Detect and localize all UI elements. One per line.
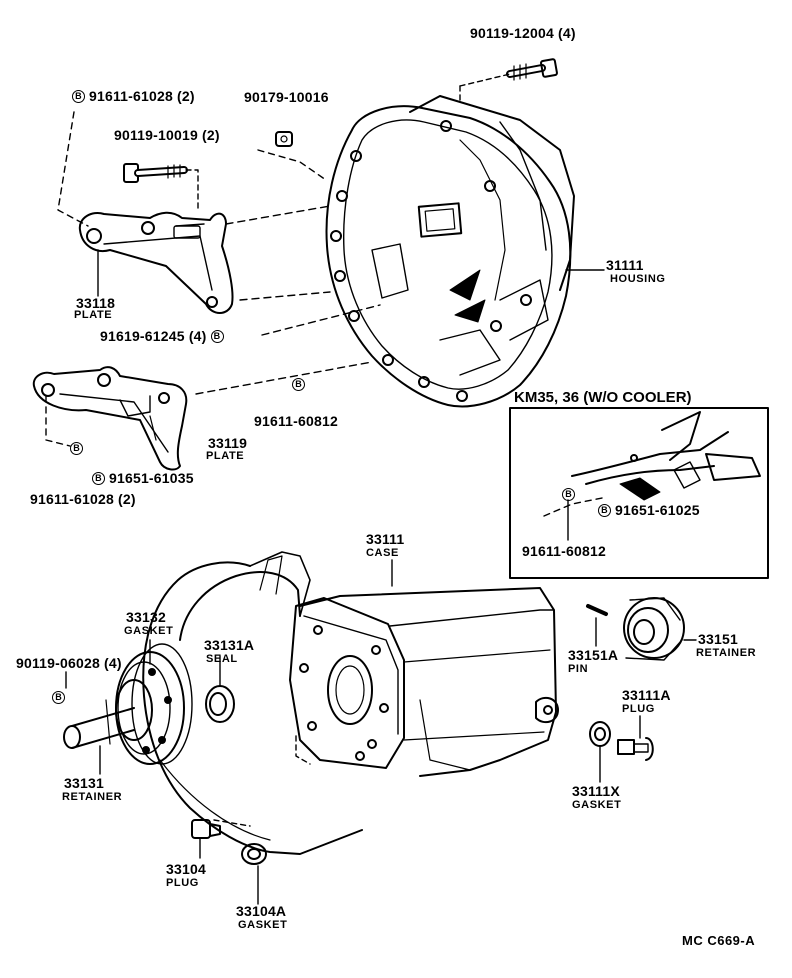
callout-33151A: 33151A — [568, 647, 619, 663]
inset-title: KM35, 36 (W/O COOLER) — [514, 389, 692, 406]
callout-33111A: 33111A — [622, 687, 671, 703]
plate-33118-drawing — [78, 211, 234, 314]
transmission-case-drawing — [142, 551, 559, 855]
gasket-33111X-drawing — [589, 721, 611, 783]
upper-guide-lines — [57, 111, 605, 395]
inset-frame — [509, 407, 769, 579]
bolt-marker-icon: B — [210, 329, 224, 343]
plug-33111A-drawing — [617, 715, 654, 761]
inset-bracket-drawing — [543, 411, 761, 541]
callout-31111-name: HOUSING — [610, 273, 666, 285]
callout-text: 91619-61245 (4) — [100, 328, 207, 344]
inset-callout-91611-60812: 91611-60812 — [522, 543, 606, 559]
callout-33119: 33119 — [208, 435, 248, 451]
callout-90179-10016: 90179-10016 — [244, 89, 329, 105]
inset-callout-91651-61025: B 91651-61025 — [598, 503, 700, 517]
callout-33104-name: PLUG — [166, 877, 199, 889]
bolt-90119-10019-drawing — [123, 163, 199, 211]
callout-33118-name: PLATE — [74, 309, 113, 321]
bolt-marker-icon: B — [292, 378, 305, 391]
bolt-marker-icon: B — [562, 488, 575, 501]
pin-33151A-drawing — [586, 604, 608, 647]
callout-33111A-name: PLUG — [622, 703, 655, 715]
callout-33118: 33118 — [76, 295, 116, 311]
callout-33132: 33132 — [126, 609, 166, 625]
retainer-33151-drawing — [623, 597, 697, 661]
seal-33131A-drawing — [205, 655, 235, 723]
clutch-housing-drawing — [325, 95, 575, 408]
callout-33151-name: RETAINER — [696, 647, 757, 659]
gasket-33104A-drawing — [241, 843, 267, 905]
plug-33104-drawing — [191, 819, 251, 859]
callout-33104A-name: GASKET — [238, 919, 288, 931]
case-leader-lines — [65, 559, 393, 775]
callout-33119-name: PLATE — [206, 450, 245, 462]
callout-33111X-name: GASKET — [572, 799, 622, 811]
callout-text: 91651-61035 — [109, 470, 194, 486]
bolt-marker-icon: B — [598, 503, 611, 517]
callout-90119-12004: 90119-12004 (4) — [470, 25, 576, 41]
callout-33104A: 33104A — [236, 903, 287, 919]
callout-33111-name: CASE — [366, 547, 399, 559]
callout-33131A-name: SEAL — [206, 653, 238, 665]
nut-90179-10016-drawing — [275, 131, 293, 147]
callout-33132-name: GASKET — [124, 625, 174, 637]
callout-33131: 33131 — [64, 775, 104, 791]
callout-91611-61028-top: B 91611-61028 (2) — [72, 89, 195, 103]
diagram-code: MC C669-A — [682, 933, 756, 948]
callout-90119-10019: 90119-10019 (2) — [114, 127, 220, 143]
callout-31111: 31111 — [606, 257, 644, 273]
bolt-marker-icon: B — [70, 442, 83, 455]
callout-33111: 33111 — [366, 531, 405, 547]
gasket-33132-drawing — [131, 639, 193, 765]
bolt-90119-12004-drawing — [459, 58, 558, 105]
callout-33104: 33104 — [166, 861, 206, 877]
callout-90119-06028: 90119-06028 (4) — [16, 655, 122, 671]
callout-91611-61028-bottom: 91611-61028 (2) — [30, 491, 136, 507]
callout-91619-61245: 91619-61245 (4) B — [100, 329, 224, 343]
plate-33119-drawing — [32, 366, 188, 471]
callout-text: 91611-61028 (2) — [89, 88, 195, 104]
bolt-marker-icon: B — [72, 89, 85, 103]
bolt-marker-icon: B — [52, 691, 65, 704]
callout-33111X: 33111X — [572, 783, 620, 799]
callout-91651-61035: B 91651-61035 — [92, 471, 194, 485]
bolt-marker-icon: B — [92, 471, 105, 485]
callout-91611-60812: 91611-60812 — [254, 413, 338, 429]
callout-33131A: 33131A — [204, 637, 255, 653]
callout-text: 91651-61025 — [615, 502, 700, 518]
callout-33151A-name: PIN — [568, 663, 589, 675]
callout-33131-name: RETAINER — [62, 791, 123, 803]
callout-33151: 33151 — [698, 631, 738, 647]
